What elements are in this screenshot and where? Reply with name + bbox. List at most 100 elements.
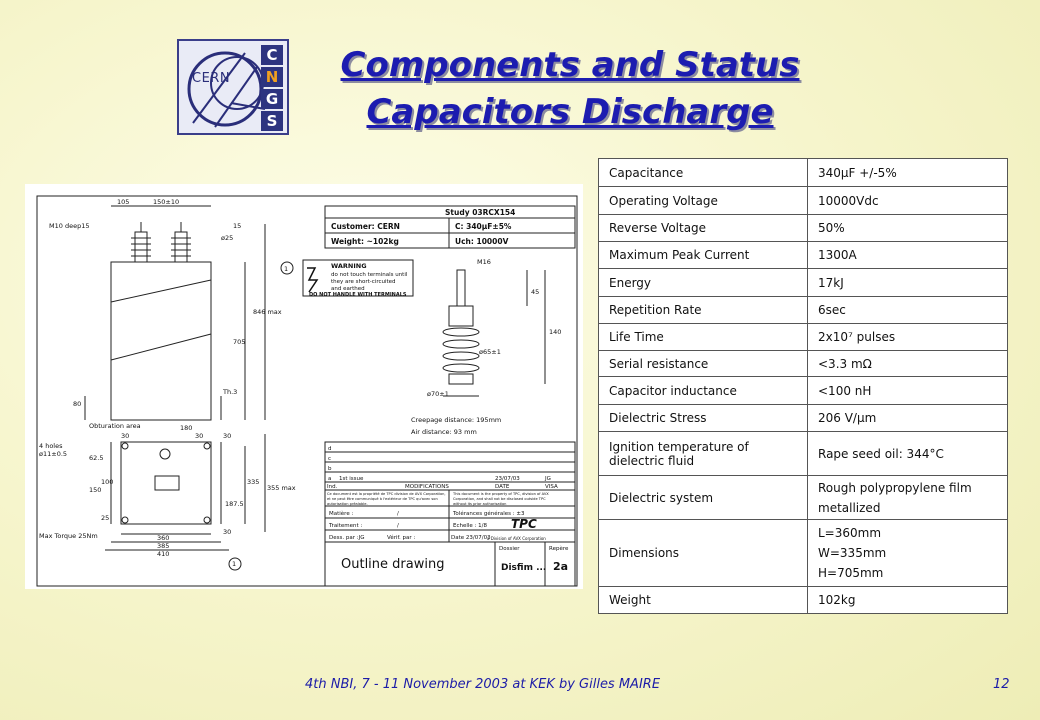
spec-row: Capacitor inductance<100 nH xyxy=(598,376,1008,405)
spec-label: Weight xyxy=(598,586,808,614)
cern-ring-icon xyxy=(187,51,266,128)
spec-value: 206 V/µm xyxy=(807,404,1008,432)
spec-value: 50% xyxy=(807,214,1008,242)
spec-label: Energy xyxy=(598,268,808,297)
spec-row: Energy 17kJ xyxy=(598,268,1008,297)
circle-callout-1: 1 xyxy=(284,265,288,273)
title-line-2: Capacitors Discharge xyxy=(366,92,774,132)
dim-150: 150±10 xyxy=(153,198,179,206)
spec-value: 2x10⁷ pulses xyxy=(807,323,1008,351)
label-torque: Max Torque 25Nm xyxy=(39,532,98,540)
copyright-en-3: without its prior authorisation xyxy=(453,502,506,506)
drawing-weight: Weight: ~102kg xyxy=(331,237,399,246)
spec-value: Rape seed oil: 344°C xyxy=(807,431,1008,476)
rev-visa: JG xyxy=(544,476,551,482)
tpc-logo: TPC xyxy=(511,517,537,531)
title-line-1: Components and Status xyxy=(340,45,800,85)
spec-label: Capacitor inductance xyxy=(598,376,808,405)
spec-value: 10000Vdc xyxy=(807,186,1008,215)
spec-label: Maximum Peak Current xyxy=(598,241,808,269)
spec-row: Reverse Voltage 50% xyxy=(598,214,1008,242)
cngs-letters: C N G S xyxy=(261,45,283,131)
spec-value-line: <3.3 mΩ xyxy=(818,356,872,371)
dim-62-5: 62.5 xyxy=(89,454,103,462)
warning-title: WARNING xyxy=(331,262,367,270)
dim-150b: 150 xyxy=(89,486,101,494)
spec-label: Dielectric Stress xyxy=(598,404,808,432)
dim-30b: 30 xyxy=(195,432,203,440)
spec-value: 6sec xyxy=(807,296,1008,324)
logo-letter-n: N xyxy=(261,67,283,87)
rev-d: d xyxy=(328,446,332,452)
dim-335: 335 xyxy=(247,478,259,486)
dim-65: ø65±1 xyxy=(479,348,501,356)
dim-25b: 25 xyxy=(101,514,109,522)
spec-value: 17kJ xyxy=(807,268,1008,297)
spec-value-line: 1300A xyxy=(818,248,857,262)
spec-value-line: 50% xyxy=(818,221,845,235)
logo-cern-text: CERN xyxy=(192,71,231,86)
dim-80: 80 xyxy=(73,400,81,408)
modifications-header: MODIFICATIONS xyxy=(405,484,449,490)
date-header: DATE xyxy=(495,484,510,490)
logo-letter-c: C xyxy=(261,45,283,65)
dessine-par: Dess. par :JG xyxy=(329,535,364,541)
study-number: Study 03RCX154 xyxy=(445,208,515,217)
avx-division: a Division of AVX Corporation xyxy=(487,536,546,541)
label-holes-2: ø11±0.5 xyxy=(39,450,67,458)
circle-callout-2: 1 xyxy=(232,560,236,568)
logo-letter-g: G xyxy=(261,89,283,109)
spec-row: Ignition temperature of dielectric fluid… xyxy=(598,431,1008,476)
ind-header: Ind. xyxy=(327,484,338,490)
footer-text: 4th NBI, 7 - 11 November 2003 at KEK by … xyxy=(305,677,661,692)
spec-label: Operating Voltage xyxy=(598,186,808,215)
scale: Echelle : 1/8 xyxy=(453,523,488,529)
spec-label: Ignition temperature of dielectric fluid xyxy=(598,431,808,476)
dim-410: 410 xyxy=(157,550,169,558)
cern-cngs-logo: CERN C N G S xyxy=(177,39,289,135)
spec-label: Capacitance xyxy=(598,158,808,187)
logo-letter-s: S xyxy=(261,111,283,131)
matiere-value: / xyxy=(397,511,399,517)
spec-value-line: L=360mm xyxy=(818,526,882,540)
dim-30d: 30 xyxy=(223,528,231,536)
tolerances: Tolérances générales : ±3 xyxy=(452,510,525,517)
copyright-fr-2: et ne peut être communiqué à l'extérieur… xyxy=(327,497,438,501)
warning-line-4: DO NOT HANDLE WITH TERMINALS xyxy=(309,292,407,298)
spec-value: 340µF +/-5% xyxy=(807,158,1008,187)
drawing-uch: Uch: 10000V xyxy=(455,237,509,246)
dim-140: 140 xyxy=(549,328,561,336)
spec-value: <100 nH xyxy=(807,376,1008,405)
rev-c: c xyxy=(328,456,331,462)
lightning-icon xyxy=(307,267,319,293)
rev-b: b xyxy=(328,466,332,472)
dim-846: 846 max xyxy=(253,308,282,316)
spec-value: 102kg xyxy=(807,586,1008,614)
warning-line-3: and earthed xyxy=(331,286,365,292)
label-creepage: Creepage distance: 195mm xyxy=(411,416,501,424)
dim-45: 45 xyxy=(531,288,539,296)
matiere-label: Matière : xyxy=(329,510,353,517)
spec-label: Reverse Voltage xyxy=(598,214,808,242)
spec-label: Dielectric system xyxy=(598,475,808,520)
copyright-en-1: This document is the property of TPC, di… xyxy=(452,492,549,496)
dossier-label: Dossier xyxy=(499,546,520,552)
spec-value-line: W=335mm xyxy=(818,546,887,560)
rev-first-issue: 1st issue xyxy=(339,476,364,482)
spec-value-line: 6sec xyxy=(818,303,846,317)
spec-label: Serial resistance xyxy=(598,350,808,377)
spec-value-line: 17kJ xyxy=(818,275,844,290)
spec-value-line: 2x10⁷ pulses xyxy=(818,330,896,344)
dim-180: 180 xyxy=(180,424,192,432)
spec-value: Rough polypropylene film metallized xyxy=(807,475,1008,520)
copyright-fr-3: autorisation préalable. xyxy=(327,502,368,506)
disfim-label: Disfim ... xyxy=(501,563,546,573)
dim-105: 105 xyxy=(117,198,129,206)
label-m16: M16 xyxy=(477,258,491,266)
